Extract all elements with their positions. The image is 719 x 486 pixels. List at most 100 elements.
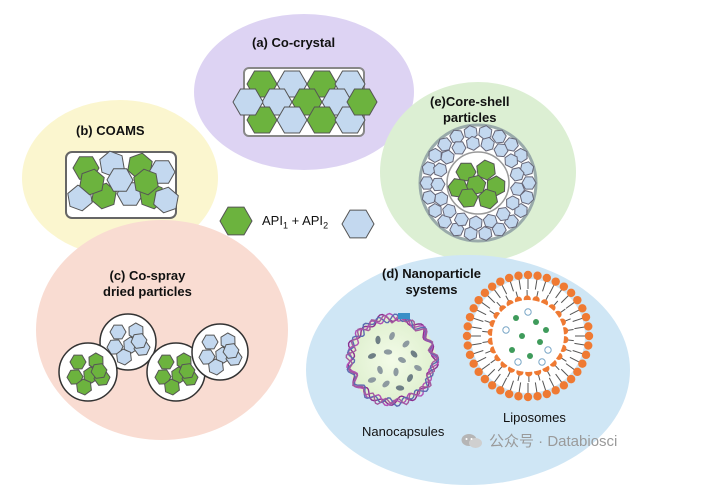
shell-hexagon — [433, 162, 448, 178]
co-spray-label-line2: dried particles — [103, 284, 192, 299]
spray-hexagon — [116, 348, 132, 366]
shell-hexagon — [451, 141, 467, 155]
liposome — [462, 270, 594, 402]
liposome-drug-dot — [543, 327, 549, 333]
spray-hexagon — [208, 358, 224, 376]
lipid-head — [566, 374, 576, 384]
core-shell-label-line2: particles — [442, 110, 497, 125]
shell-hexagon — [428, 203, 442, 219]
core-shell-shell-hexagons — [419, 125, 537, 241]
lipid-tail — [493, 288, 501, 299]
coams-hexagons — [67, 150, 179, 214]
lipid-tail — [518, 382, 522, 394]
lipid-head — [573, 295, 582, 305]
lipid-head — [573, 367, 582, 377]
lipid-tail — [472, 317, 484, 322]
lipid-head — [584, 341, 593, 350]
lipid-tail — [501, 377, 508, 388]
liposome-drug-dot — [527, 353, 533, 359]
shell-hexagon — [468, 215, 483, 231]
legend-api1-hexagon — [219, 206, 253, 236]
coams-hexagon — [153, 186, 179, 214]
co-crystal-hexagon — [306, 106, 338, 134]
coams-hexagon — [79, 168, 105, 196]
lipid-tail — [476, 309, 487, 316]
capsule-dot — [414, 364, 422, 372]
shell-hexagon — [453, 212, 469, 227]
lipid-tail — [472, 350, 484, 355]
spray-hexagon — [157, 354, 175, 370]
lipid-tail — [534, 382, 538, 394]
lipid-head — [474, 295, 483, 305]
capsule-dot — [406, 374, 414, 382]
lipid-tail — [501, 284, 508, 295]
shell-hexagon — [434, 191, 449, 207]
core-shell-label: (e)Core-shell particles — [430, 94, 509, 126]
shell-hexagon — [440, 149, 455, 165]
spray-hexagon — [154, 369, 172, 385]
lipid-tail — [518, 278, 522, 290]
lipid-head — [504, 389, 514, 399]
lipid-head — [463, 322, 472, 331]
lipid-tail — [572, 317, 584, 322]
lipid-head — [465, 350, 475, 360]
nanocapsules-label: Nanocapsules — [362, 424, 445, 439]
nanocapsule — [345, 312, 440, 407]
lipid-tail — [555, 288, 563, 299]
shell-hexagon — [465, 135, 480, 151]
lipid-head — [474, 367, 483, 377]
capsule-dot — [395, 385, 405, 391]
lipid-tail — [470, 326, 482, 330]
lipid-tail — [569, 356, 580, 363]
spray-hexagon — [76, 378, 92, 396]
core-hexagon — [457, 188, 479, 208]
lipid-tail — [470, 342, 482, 346]
co-spray-label-line1: (c) Co-spray — [109, 268, 186, 283]
lipid-head — [465, 312, 475, 322]
lipid-head — [551, 277, 560, 286]
lipid-head — [542, 389, 552, 399]
shell-hexagon — [493, 143, 509, 158]
liposome-drug-dot — [513, 315, 519, 321]
shell-hexagon — [478, 226, 493, 241]
shell-hexagon — [482, 213, 498, 229]
lipid-head — [578, 304, 587, 313]
polymer-strand — [346, 313, 440, 407]
lipid-head — [480, 288, 490, 298]
spray-hexagon — [222, 343, 240, 359]
core-hexagon — [477, 188, 499, 210]
lipid-tail — [560, 368, 570, 378]
shell-hexagon — [428, 147, 442, 163]
liposome-vesicle-dot — [544, 346, 552, 354]
spray-hexagon — [201, 334, 219, 350]
spray-hexagon — [178, 363, 196, 379]
lipid-head — [463, 341, 472, 350]
shell-hexagon — [495, 206, 511, 222]
shell-hexagon — [442, 203, 457, 219]
liposome-drug-dots — [502, 308, 552, 366]
co-spray-label: (c) Co-spray dried particles — [103, 268, 192, 300]
lipid-tail — [476, 356, 487, 363]
lipid-head — [523, 392, 533, 402]
liposome-vesicle-dot — [502, 326, 510, 334]
lipid-head — [578, 359, 587, 368]
nanocapsule-drug-dots — [367, 332, 422, 391]
watermark: 公众号 · Databiosci — [461, 430, 617, 451]
liposome-vesicle-dot — [514, 358, 522, 366]
core-shell-label-line1: (e)Core-shell — [430, 94, 510, 109]
lipid-head — [514, 392, 523, 401]
wechat-icon — [461, 433, 482, 448]
lipid-head — [504, 273, 514, 283]
liposome-drug-dot — [533, 319, 539, 325]
lipid-tail — [486, 368, 496, 378]
lipid-tail — [509, 380, 514, 392]
legend-api2: API2 — [302, 213, 329, 231]
shell-hexagon — [521, 176, 537, 190]
lipid-tail — [493, 373, 501, 384]
lipid-tail — [574, 326, 586, 330]
legend-plus: + — [287, 213, 303, 228]
co-crystal-hexagon — [232, 88, 264, 116]
shell-hexagon — [504, 153, 519, 169]
capsule-dot — [367, 377, 377, 383]
